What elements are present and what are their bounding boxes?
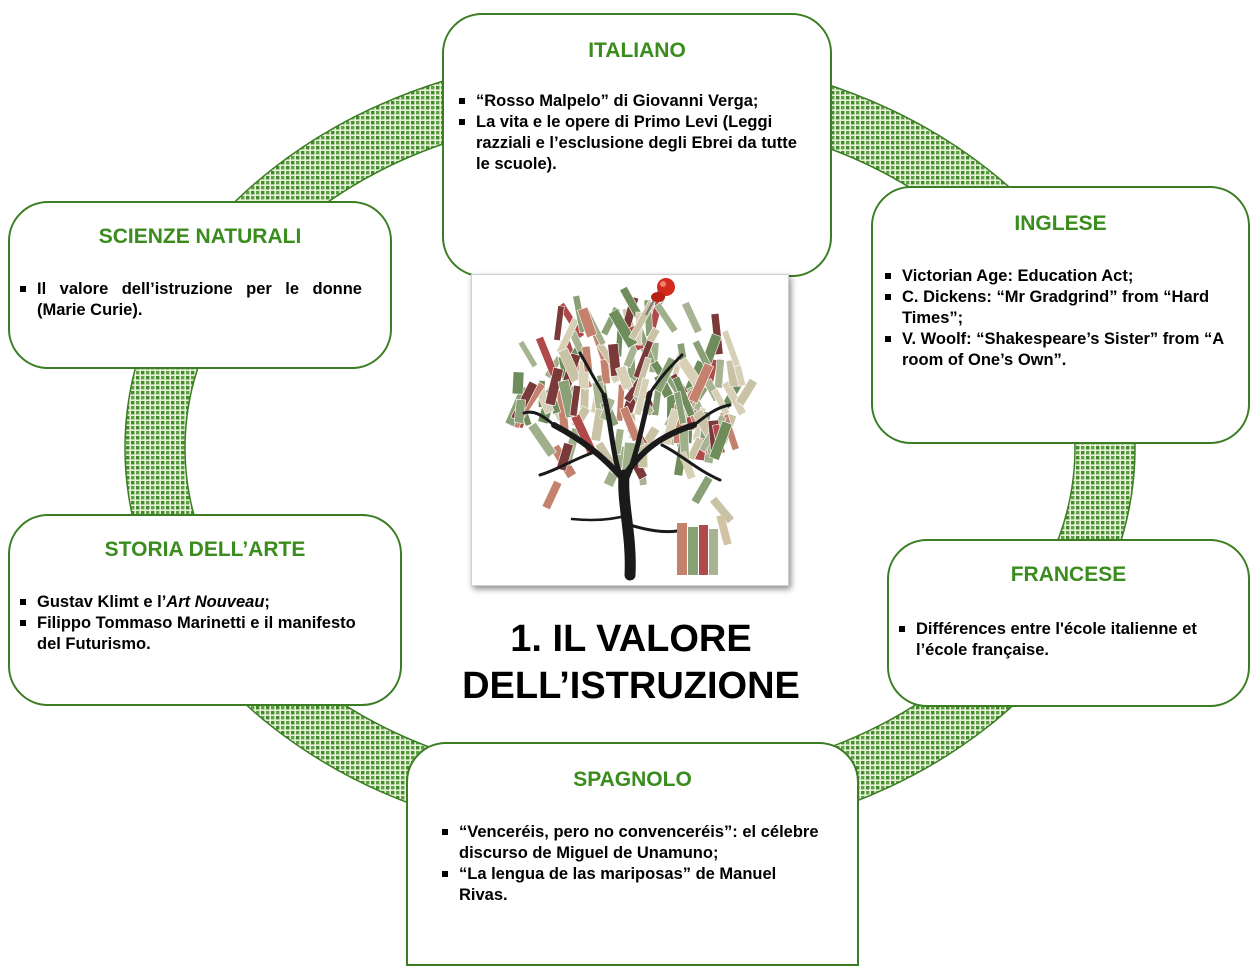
box-italiano-list: “Rosso Malpelo” di Giovanni Verga; La vi… xyxy=(457,91,800,175)
box-francese-list: Différences entre l'école italienne et l… xyxy=(897,619,1228,661)
book-shape xyxy=(686,436,705,461)
box-scienze-list: Il valore dell’istruzione per le donne (… xyxy=(18,279,362,321)
box-scienze-naturali: SCIENZE NATURALI Il valore dell’istruzio… xyxy=(8,201,392,369)
box-spagnolo: SPAGNOLO “Venceréis, pero no convenceréi… xyxy=(406,742,859,966)
box-arte-title: STORIA DELL’ARTE xyxy=(104,538,306,561)
book-shape xyxy=(735,377,758,407)
list-item-text: ; xyxy=(264,593,270,611)
box-italiano: ITALIANO “Rosso Malpelo” di Giovanni Ver… xyxy=(442,13,832,277)
book-shape xyxy=(681,300,703,335)
box-spagnolo-list: “Venceréis, pero no convenceréis”: el cé… xyxy=(440,822,827,906)
book-shape xyxy=(511,371,525,395)
list-item: “Rosso Malpelo” di Giovanni Verga; xyxy=(457,91,800,112)
box-inglese-title: INGLESE xyxy=(1014,212,1107,235)
list-item: V. Woolf: “Shakespeare’s Sister” from “A… xyxy=(883,329,1228,371)
falling-book-shape xyxy=(691,475,713,505)
book-shape xyxy=(721,380,747,417)
list-item: Gustav Klimt e l’Art Nouveau; xyxy=(18,592,380,613)
box-inglese-list: Victorian Age: Education Act; C. Dickens… xyxy=(883,266,1228,371)
book-shape xyxy=(607,308,639,349)
book-shape xyxy=(577,306,598,339)
list-item-text: Gustav Klimt e l’ xyxy=(37,593,167,611)
book-shape xyxy=(553,305,565,341)
box-francese-title: FRANCESE xyxy=(1010,563,1127,586)
book-shape xyxy=(557,347,582,384)
page-title: 1. IL VALORE DELL’ISTRUZIONE xyxy=(446,616,816,710)
book-shape xyxy=(673,391,687,425)
books-ground xyxy=(677,514,732,575)
book-shape xyxy=(517,340,539,369)
book-shape xyxy=(711,387,731,417)
box-scienze-title: SCIENZE NATURALI xyxy=(98,225,302,248)
list-item-italic: Art Nouveau xyxy=(166,593,265,611)
book-shape xyxy=(615,364,634,391)
tree-of-books-illustration xyxy=(504,278,758,581)
book-shape xyxy=(653,302,679,334)
red-push-pin-icon xyxy=(645,278,675,316)
box-arte-list: Gustav Klimt e l’Art Nouveau; Filippo To… xyxy=(18,592,380,655)
list-item: “Venceréis, pero no convenceréis”: el cé… xyxy=(440,822,827,864)
book-shape xyxy=(513,398,527,424)
list-item: Filippo Tommaso Marinetti e il manifesto… xyxy=(18,613,380,655)
list-item: Différences entre l'école italienne et l… xyxy=(897,619,1228,661)
book-shape xyxy=(721,329,741,368)
page-title-line1: 1. IL VALORE xyxy=(510,618,752,660)
list-item: C. Dickens: “Mr Gradgrind” from “Hard Ti… xyxy=(883,287,1228,329)
book-shape xyxy=(527,421,557,458)
box-inglese: INGLESE Victorian Age: Education Act; C.… xyxy=(871,186,1250,444)
list-item: Il valore dell’istruzione per le donne (… xyxy=(18,279,362,321)
box-italiano-title: ITALIANO xyxy=(588,39,686,62)
tree-trunk xyxy=(522,351,732,581)
book-shape xyxy=(714,358,725,389)
list-item: “La lengua de las mariposas” de Manuel R… xyxy=(440,864,827,906)
book-canopy xyxy=(504,285,758,524)
falling-book-shape xyxy=(542,480,562,510)
book-shape xyxy=(708,420,733,461)
book-shape xyxy=(687,362,714,404)
page-title-line2: DELL’ISTRUZIONE xyxy=(462,665,800,707)
box-francese: FRANCESE Différences entre l'école itali… xyxy=(887,539,1250,707)
falling-book-shape xyxy=(709,496,735,524)
list-item: La vita e le opere di Primo Levi (Leggi … xyxy=(457,112,800,175)
book-shape xyxy=(555,441,574,472)
book-shape xyxy=(633,377,650,417)
box-storia-arte: STORIA DELL’ARTE Gustav Klimt e l’Art No… xyxy=(8,514,402,706)
tree-of-books-image xyxy=(471,274,789,586)
box-spagnolo-title: SPAGNOLO xyxy=(573,768,692,791)
book-shape xyxy=(599,359,611,385)
list-item: Victorian Age: Education Act; xyxy=(883,266,1228,287)
book-shape xyxy=(569,384,582,417)
